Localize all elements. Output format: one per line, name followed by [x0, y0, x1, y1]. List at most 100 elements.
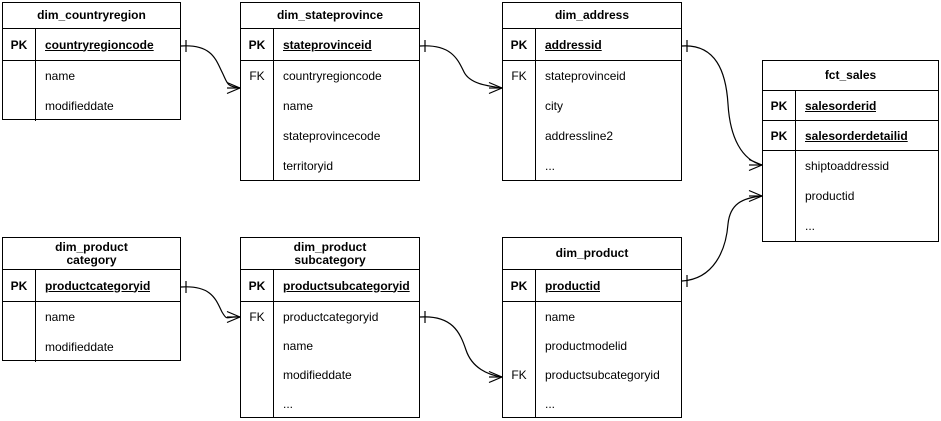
primary-key-badge: PK — [763, 121, 796, 150]
key-cell-empty — [503, 121, 536, 151]
attribute-row[interactable]: modifieddate — [241, 360, 419, 389]
attribute-name: name — [545, 309, 576, 324]
key-cell-empty — [503, 389, 536, 418]
attribute-block: name modifieddate — [3, 61, 180, 121]
attribute-row[interactable]: productmodelid — [503, 331, 681, 360]
entity-title: dim_countryregion — [3, 3, 180, 29]
attribute-row[interactable]: PK salesorderdetailid — [763, 121, 938, 151]
relationship-stateprovince-to-address — [419, 40, 503, 95]
cardinality-many-prong-2 — [488, 87, 503, 95]
relationship-line — [681, 195, 763, 282]
attribute-row[interactable]: territoryid — [241, 151, 419, 181]
key-cell-empty — [241, 151, 274, 181]
attribute-row[interactable]: name — [503, 302, 681, 331]
attribute-name: name — [283, 338, 314, 353]
attribute-row[interactable]: FK countryregioncode — [241, 61, 419, 91]
attribute-name: shiptoaddressid — [805, 159, 890, 173]
attribute-row[interactable]: ... — [503, 389, 681, 418]
attribute-row[interactable]: addressline2 — [503, 121, 681, 151]
cardinality-many-prong-0 — [748, 189, 763, 197]
foreign-key-badge: FK — [503, 360, 536, 389]
attribute-row[interactable]: name — [241, 331, 419, 360]
attribute-row[interactable]: stateprovincecode — [241, 121, 419, 151]
cardinality-many-prong-2 — [748, 195, 763, 203]
attribute-row[interactable]: modifieddate — [3, 332, 180, 362]
key-cell-empty — [3, 332, 36, 362]
key-cell-empty — [503, 151, 536, 181]
attribute-row[interactable]: name — [241, 91, 419, 121]
attribute-name: modifieddate — [283, 367, 352, 382]
attribute-block: FK countryregioncode name stateprovincecode… — [241, 61, 419, 181]
key-cell-empty — [763, 181, 796, 211]
key-cell-empty — [241, 360, 274, 389]
attribute-row[interactable]: shiptoaddressid — [763, 151, 938, 181]
attribute-row[interactable]: name — [3, 61, 180, 91]
entity-title: dim_product — [503, 238, 681, 270]
key-cell-empty — [241, 121, 274, 151]
attribute-name: ... — [545, 159, 556, 173]
attribute-name: modifieddate — [45, 340, 114, 354]
attribute-row[interactable]: ... — [241, 389, 419, 418]
key-cell-empty — [241, 389, 274, 418]
primary-key-badge: PK — [241, 270, 274, 301]
attribute-row[interactable]: modifieddate — [3, 91, 180, 121]
primary-key-badge: PK — [503, 270, 536, 301]
attribute-row[interactable]: PK productsubcategoryid — [241, 270, 419, 302]
attribute-name: productmodelid — [545, 338, 628, 353]
cardinality-many-prong-0 — [488, 81, 503, 89]
attribute-name: ... — [805, 219, 816, 233]
attribute-row[interactable]: name — [3, 302, 180, 332]
attribute-name: territoryid — [283, 159, 334, 173]
key-cell-empty — [503, 302, 536, 331]
cardinality-many-prong-2 — [748, 164, 763, 172]
entity-title: dim_stateprovince — [241, 3, 419, 29]
cardinality-many-prong-0 — [748, 158, 763, 166]
attribute-name: salesorderdetailid — [805, 128, 908, 143]
primary-key-badge: PK — [241, 29, 274, 60]
attribute-row[interactable]: ... — [763, 211, 938, 241]
key-cell-empty — [763, 211, 796, 241]
cardinality-many-prong-2 — [488, 376, 503, 384]
key-cell-empty — [3, 61, 36, 91]
attribute-name: stateprovinceid — [545, 69, 626, 83]
foreign-key-badge: FK — [241, 61, 274, 91]
foreign-key-badge: FK — [241, 302, 274, 331]
attribute-name: productcategoryid — [45, 278, 151, 293]
attribute-row[interactable]: city — [503, 91, 681, 121]
attribute-name: modifieddate — [45, 99, 114, 113]
relationship-line — [180, 45, 241, 89]
attribute-row[interactable]: productid — [763, 181, 938, 211]
attribute-name: name — [283, 99, 314, 113]
attribute-row[interactable]: ... — [503, 151, 681, 181]
attribute-name: countryregioncode — [283, 69, 382, 83]
key-cell-empty — [241, 331, 274, 360]
attribute-name: productsubcategoryid — [283, 278, 410, 293]
entity-title: dim_product category — [3, 238, 180, 270]
attribute-name: salesorderid — [805, 98, 877, 113]
key-cell-empty — [3, 91, 36, 121]
relationship-line — [419, 316, 503, 378]
